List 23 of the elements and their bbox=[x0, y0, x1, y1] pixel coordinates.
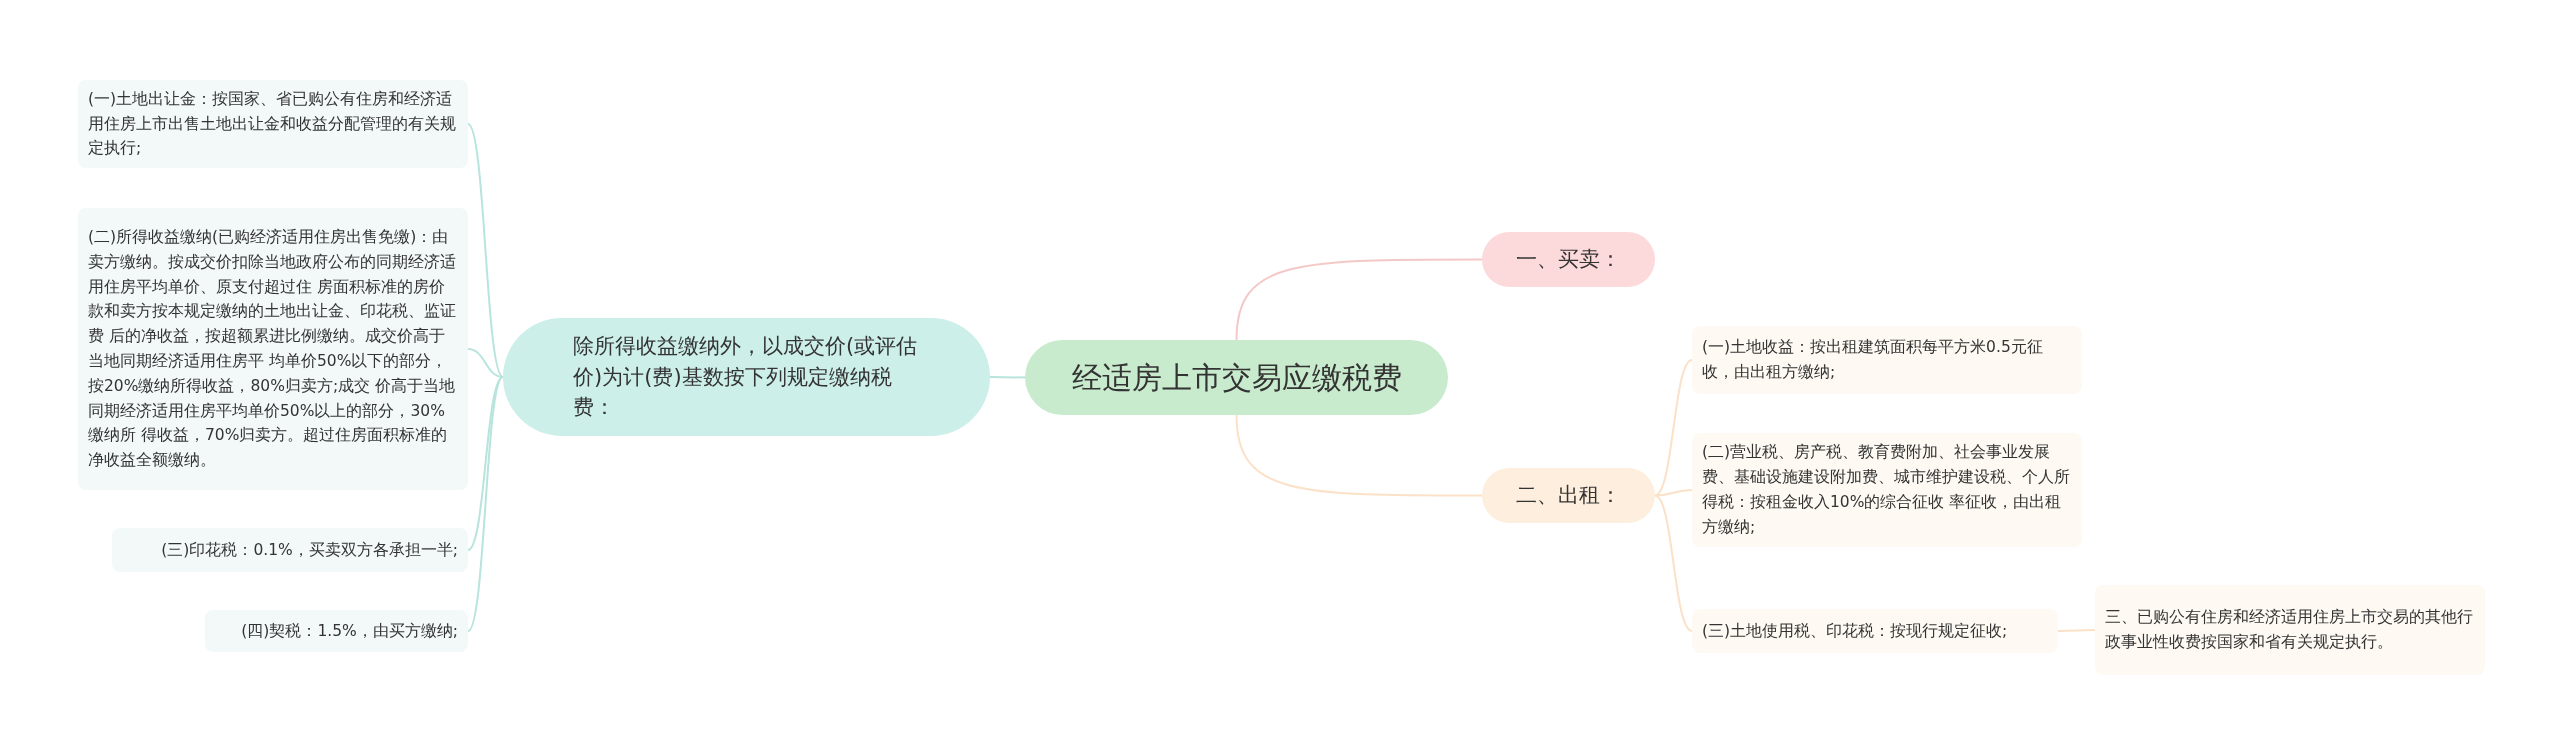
note-box: (二)所得收益缴纳(已购经济适用住房出售免缴)：由卖方缴纳。按成交价扣除当地政府公布的同期经济适用住房平均单价、原支付超过住 房面积标准的房价款和卖方按本规定缴纳的土地出让金、印花税、监证费 后的净收益，按超额累进比例缴纳。成交价高于当地同期经济适用住房平 均单价50%以下的部分，按20%缴纳所得收益，80%归卖方;成交 价高于当地同期经济适用住房平均单价50%以上的部分，30%缴纳所 得收益，70%归卖方。超过住房面积标准的净收益全额缴纳。 bbox=[78, 208, 468, 490]
connector-line bbox=[1235, 414, 1483, 497]
connector-line bbox=[467, 123, 504, 378]
note-box: (一)土地收益：按出租建筑面积每平方米0.5元征收，由出租方缴纳; bbox=[1692, 326, 2082, 394]
subtopic-box: 除所得收益缴纳外，以成交价(或评估价)为计(费)基数按下列规定缴纳税费： bbox=[503, 318, 990, 436]
connector-line bbox=[1654, 489, 1693, 497]
note-box: 三、已购公有住房和经济适用住房上市交易的其他行政事业性收费按国家和省有关规定执行。 bbox=[2095, 585, 2485, 675]
connector-line bbox=[1654, 494, 1693, 632]
connector-line bbox=[1654, 359, 1693, 497]
topic-box: 一、买卖： bbox=[1482, 232, 1655, 287]
note-box: (二)营业税、房产税、教育费附加、社会事业发展费、基础设施建设附加费、城市维护建设税、个人所得税：按租金收入10%的综合征收 率征收，由出租方缴纳; bbox=[1692, 433, 2082, 547]
connector-line bbox=[467, 376, 504, 551]
connector-line bbox=[467, 376, 504, 632]
note-box: (四)契税：1.5%，由买方缴纳; bbox=[205, 610, 468, 652]
connector-line bbox=[1235, 258, 1483, 341]
topic-box: 二、出租： bbox=[1482, 468, 1655, 523]
connector-line bbox=[2057, 629, 2096, 632]
connector-line bbox=[467, 348, 504, 378]
connector-line bbox=[989, 376, 1026, 379]
note-box: (三)土地使用税、印花税：按现行规定征收; bbox=[1692, 609, 2058, 653]
root-topic-box: 经适房上市交易应缴税费 bbox=[1025, 340, 1448, 415]
note-box: (一)土地出让金：按国家、省已购公有住房和经济适用住房上市出售土地出让金和收益分配管理的有关规定执行; bbox=[78, 80, 468, 168]
note-box: (三)印花税：0.1%，买卖双方各承担一半; bbox=[112, 528, 468, 572]
